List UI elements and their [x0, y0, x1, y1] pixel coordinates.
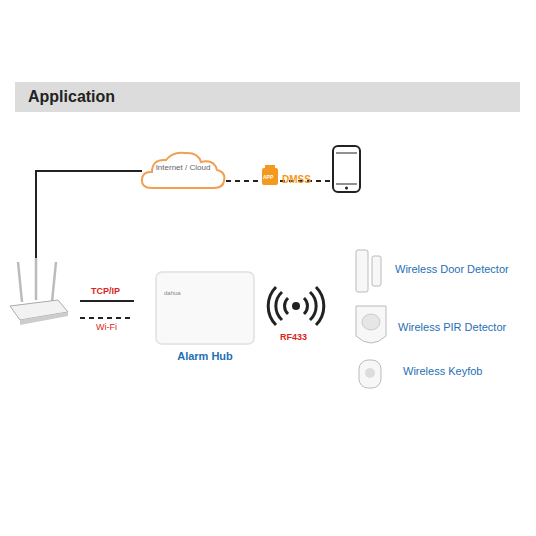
node-label: Alarm Hub	[150, 350, 260, 362]
phone-icon	[336, 153, 357, 154]
door-detector	[372, 256, 381, 286]
phone-icon	[345, 187, 348, 190]
title-band	[15, 82, 520, 112]
router-antenna	[35, 258, 38, 300]
router-antenna	[52, 262, 56, 302]
app-icon	[262, 168, 278, 185]
rf-symbol	[268, 287, 324, 325]
node-outline	[150, 270, 260, 362]
node-outline	[156, 272, 254, 344]
link-label: Wi-Fi	[96, 323, 117, 333]
pir-detector	[362, 314, 380, 330]
keyfob	[359, 360, 381, 388]
rf-symbol	[292, 302, 300, 310]
link-label: TCP/IP	[91, 287, 120, 297]
title: Application	[28, 88, 115, 106]
router	[20, 312, 68, 325]
app-icon	[265, 165, 275, 169]
door-detector	[356, 250, 368, 292]
wire	[80, 317, 134, 319]
router-antenna	[18, 262, 22, 302]
cloud-node: Internet / Cloud	[140, 150, 226, 190]
hub-node: dahuaAlarm Hub	[150, 270, 260, 362]
pir-detector	[356, 306, 386, 343]
wire	[36, 171, 142, 258]
phone-icon	[336, 184, 357, 185]
device-label: Wireless Door Detector	[395, 263, 509, 275]
keyfob	[365, 368, 375, 378]
wire	[80, 300, 134, 302]
logo-text: dahua	[164, 290, 204, 297]
device-label: Wireless PIR Detector	[398, 321, 506, 333]
device-label: Wireless Keyfob	[403, 365, 482, 377]
app-name: DMSS	[282, 174, 311, 185]
phone-icon	[333, 146, 360, 192]
link-label: RF433	[280, 333, 307, 343]
node-label: Internet / Cloud	[140, 164, 226, 173]
app-icon-text: APP	[263, 175, 273, 181]
